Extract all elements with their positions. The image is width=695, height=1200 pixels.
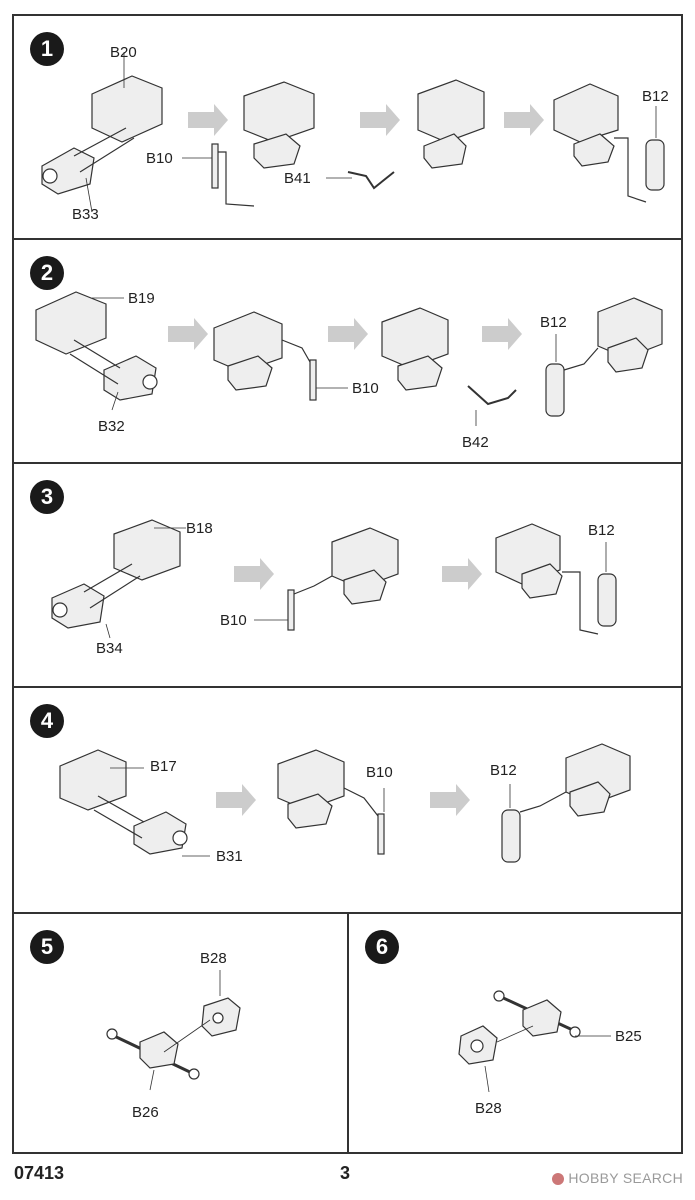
watermark-text: HOBBY SEARCH [568, 1170, 683, 1186]
step-5-panel: 5 B28 B26 [12, 912, 349, 1154]
step-2-illustration [35, 291, 663, 426]
step-6-illustration [458, 990, 611, 1093]
product-code: 07413 [14, 1163, 65, 1183]
step-6-label-right: B25 [615, 1028, 642, 1045]
step-1-number: 1 [30, 32, 64, 66]
step-6-number: 6 [365, 930, 399, 964]
step-3-label-grip: B12 [588, 522, 615, 539]
step-3-panel: 3 B18 B [12, 462, 683, 688]
step-4-illustration [59, 743, 631, 863]
watermark: HOBBY SEARCH [552, 1170, 683, 1186]
step-3-label-bottom: B34 [96, 640, 123, 657]
step-3-illustration [51, 519, 617, 639]
step-5-label-bottom: B26 [132, 1104, 159, 1121]
step-3-label-rod: B10 [220, 612, 247, 629]
step-1-panel: 1 [12, 14, 683, 240]
step-4-label-grip: B12 [490, 762, 517, 779]
step-1-label-rod: B10 [146, 150, 173, 167]
step-2-label-rod: B10 [352, 380, 379, 397]
step-5-label-top: B28 [200, 950, 227, 967]
step-1-label-bottom: B33 [72, 206, 99, 223]
step-6-panel: 6 B25 B28 [347, 912, 683, 1154]
watermark-logo-icon [552, 1173, 565, 1186]
step-1-label-top: B20 [110, 44, 137, 61]
page-number: 3 [340, 1163, 351, 1183]
step-1-illustration [41, 52, 665, 213]
step-6-label-bottom: B28 [475, 1100, 502, 1117]
step-1-label-grip: B12 [642, 88, 669, 105]
step-2-number: 2 [30, 256, 64, 290]
step-2-label-top: B19 [128, 290, 155, 307]
step-2-label-grip: B12 [540, 314, 567, 331]
step-4-label-top: B17 [150, 758, 177, 775]
step-5-illustration [106, 970, 241, 1091]
step-3-number: 3 [30, 480, 64, 514]
step-2-panel: 2 [12, 238, 683, 464]
step-5-number: 5 [30, 930, 64, 964]
step-2-label-bottom: B32 [98, 418, 125, 435]
step-1-label-link: B41 [284, 170, 311, 187]
step-3-label-top: B18 [186, 520, 213, 537]
step-4-number: 4 [30, 704, 64, 738]
step-2-label-link: B42 [462, 434, 489, 451]
step-4-panel: 4 B17 B [12, 686, 683, 914]
step-4-label-bottom: B31 [216, 848, 243, 865]
step-4-label-rod: B10 [366, 764, 393, 781]
